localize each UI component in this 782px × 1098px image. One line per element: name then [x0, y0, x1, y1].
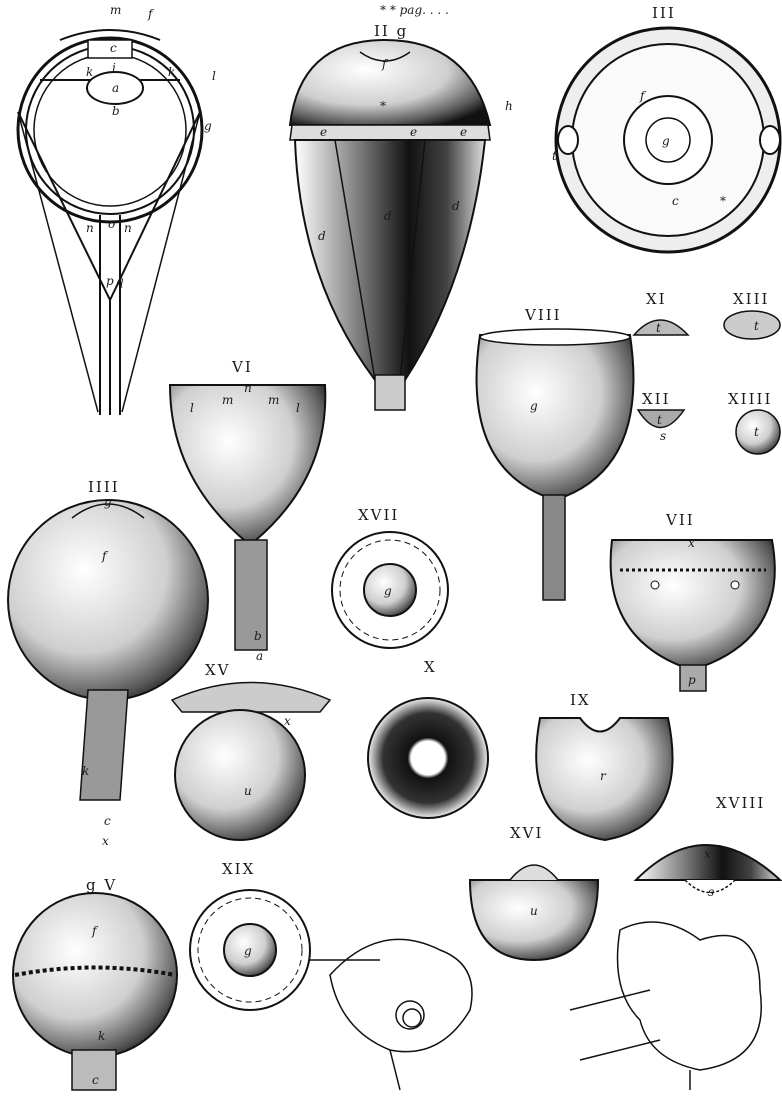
fig-xv-label: XV [205, 661, 231, 679]
fig-xvii-part-g: g [384, 584, 392, 598]
fig-iii-label: III [652, 4, 676, 22]
fig-vi-part-b: b [254, 629, 262, 643]
fig-ix-label: IX [570, 691, 591, 709]
fig-xvii-label: XVII [358, 506, 399, 524]
fig-i-part-l: l [212, 69, 216, 83]
header-text: * * pag. . . . [380, 3, 449, 17]
fig-viii-label: VIII [524, 306, 562, 324]
fig-vi-label: VI [231, 358, 253, 376]
fig-xii-part-t: t [657, 413, 662, 427]
figure-xi: XI t [634, 290, 688, 335]
figure-ix: IX r [536, 691, 672, 840]
figure-vii: VII x p [611, 511, 775, 691]
fig-i-part-o: o [108, 217, 115, 231]
fig-xii-label: XII [642, 390, 671, 408]
fig-ii-part-h: h [505, 99, 513, 113]
figure-xv: XV x u [172, 661, 330, 840]
fig-i-part-m: m [110, 3, 121, 17]
fig-i-part-b: b [112, 104, 120, 118]
fig-xvi-part-u: u [530, 904, 538, 918]
fig-iiii-part-g: g [104, 495, 112, 509]
sketch-right [570, 922, 761, 1090]
fig-xv-part-u: u [244, 784, 252, 798]
fig-x-label: X [424, 658, 437, 676]
fig-vi-part-l1: l [190, 401, 194, 415]
figure-xvi: XVI u [470, 824, 598, 960]
sketch-left [310, 939, 472, 1090]
fig-v-part-k: k [98, 1029, 105, 1043]
fig-vi-part-a: a [256, 649, 263, 663]
fig-xiii-label: XIII [733, 290, 769, 308]
fig-ii-part-e1: e [320, 125, 327, 139]
fig-i-part-a: a [112, 81, 119, 95]
fig-ii-label: II g [374, 22, 408, 40]
figure-xiii: XIII t [724, 290, 780, 339]
figure-xii: XII t s [638, 390, 684, 443]
fig-i-part-k1: k [86, 65, 93, 79]
fig-i-part-c: c [110, 41, 117, 55]
fig-viii-part-g: g [530, 399, 538, 413]
fig-xviii-part-s: s [708, 885, 714, 899]
figure-v: g V f k c [13, 876, 177, 1090]
fig-ii-part-e2: e [410, 125, 417, 139]
fig-v-label: g V [86, 876, 117, 894]
fig-ii-part-star: * [380, 99, 386, 113]
fig-xv-part-x: x [284, 714, 291, 728]
fig-xviii-label: XVIII [716, 794, 765, 812]
fig-ii-part-e3: e [460, 125, 467, 139]
fig-i-part-k2: k [168, 65, 175, 79]
fig-iiii-part-c: c [104, 814, 111, 828]
fig-i-part-f: f [147, 7, 155, 21]
fig-vii-part-p: p [688, 673, 696, 687]
fig-vii-label: VII [665, 511, 695, 529]
fig-iii-part-c: c [672, 194, 679, 208]
fig-xvi-label: XVI [510, 824, 543, 842]
fig-i-part-n1: n [86, 221, 94, 235]
fig-iii-part-t: t [552, 149, 557, 163]
figure-xiiii: XIIII t [728, 390, 780, 454]
fig-ii-part-d1: d [318, 229, 326, 243]
figure-xvii: XVII g [332, 506, 448, 648]
fig-iiii-part-k: k [82, 764, 89, 778]
fig-i-part-g: g [204, 119, 212, 133]
fig-iiii-part-x: x [102, 834, 109, 848]
figure-xix: XIX g [190, 860, 310, 1010]
fig-vi-part-n: n [244, 381, 252, 395]
fig-xix-part-g: g [244, 944, 252, 958]
figure-i: m f c k i a b k l g n o n p q [18, 3, 216, 415]
fig-i-part-p: p [106, 274, 114, 288]
figure-x: X [368, 658, 488, 818]
fig-vii-part-x: x [688, 536, 695, 550]
fig-vi-part-l2: l [296, 401, 300, 415]
fig-ii-part-d2: d [384, 209, 392, 223]
fig-xi-label: XI [646, 290, 667, 308]
fig-iii-part-g: g [662, 134, 670, 148]
fig-v-part-c: c [92, 1073, 99, 1087]
figure-iii: III g f * c t [552, 4, 780, 252]
fig-xiiii-part-t: t [754, 425, 759, 439]
fig-iii-part-star: * [720, 194, 726, 208]
fig-xix-label: XIX [222, 860, 255, 878]
fig-xiiii-label: XIIII [728, 390, 772, 408]
fig-i-part-i: i [112, 61, 116, 75]
fig-iiii-label: IIII [88, 478, 120, 496]
fig-i-part-q: q [116, 274, 124, 288]
fig-xii-part-s: s [660, 429, 666, 443]
fig-vi-part-m1: m [222, 393, 233, 407]
fig-xviii-part-x: x [704, 847, 711, 861]
fig-ii-part-d3: d [452, 199, 460, 213]
fig-xi-part-t: t [656, 321, 661, 335]
fig-xiii-part-t: t [754, 319, 759, 333]
fig-vi-part-m2: m [268, 393, 279, 407]
fig-i-part-n2: n [124, 221, 132, 235]
